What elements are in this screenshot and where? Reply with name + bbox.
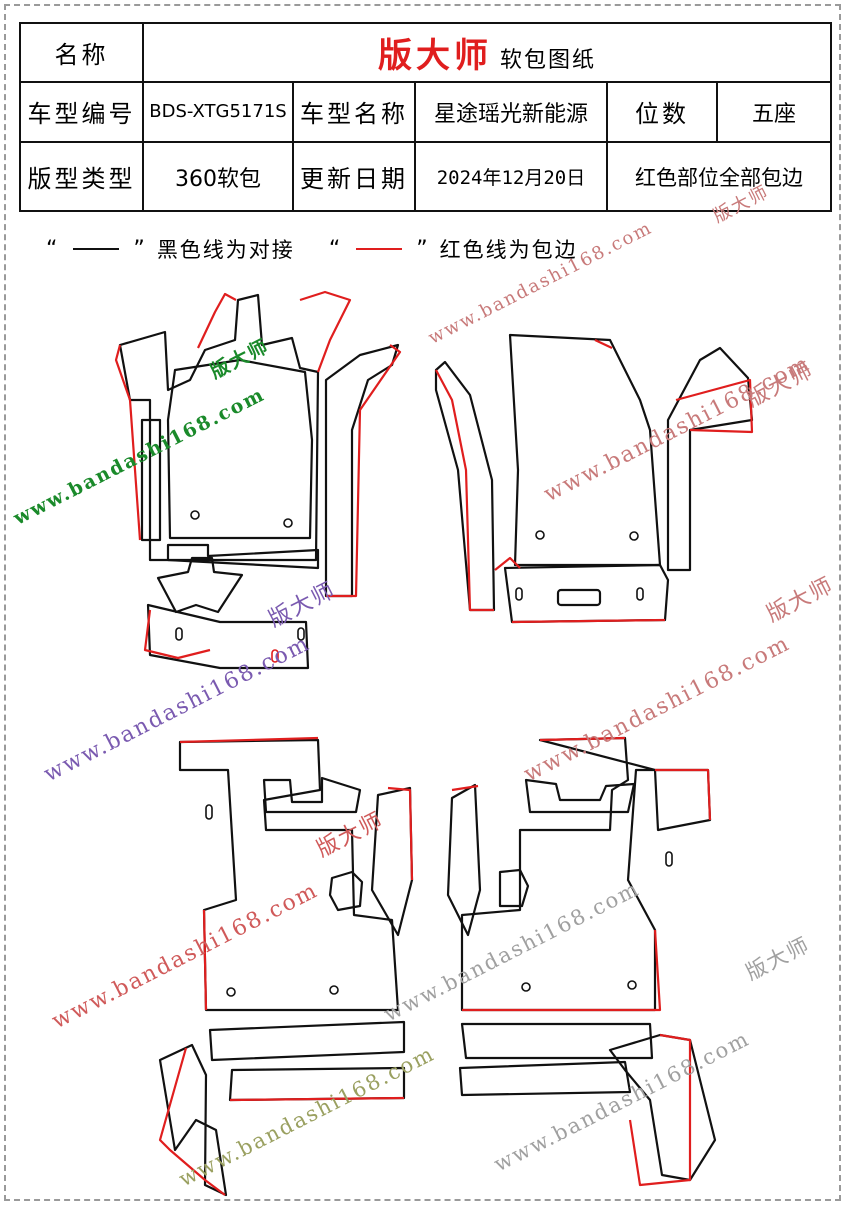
rear-left-strip [146, 603, 310, 670]
front-right-floor-panel [508, 333, 662, 567]
legend-quote-close: ” [133, 236, 147, 262]
front-right-side-panel [434, 360, 496, 612]
mounting-hole [190, 510, 200, 520]
front-left-sill-strip [140, 418, 162, 542]
update-date-value: 2024年12月20日 [414, 141, 608, 212]
legend-quote-open-red: “ [328, 236, 343, 262]
front-left-crossbar [166, 543, 320, 570]
rear-right-bench-strip [460, 1022, 654, 1060]
binding-lr-3 [655, 768, 712, 821]
front-left-tunnel-piece [156, 556, 244, 614]
binding-ll-1 [179, 736, 319, 744]
model-name-label: 车型名称 [292, 80, 416, 144]
rear-right-step-strip [458, 1060, 632, 1097]
drawing-sheet-border [4, 4, 841, 1201]
title-row: 名称 版大师软包图纸 [19, 22, 833, 83]
line-legend: “ ” 黑色线为对接 “ ” 红色线为包边 [36, 234, 578, 264]
legend-quote-open: “ [46, 236, 60, 262]
model-name-value: 星途瑶光新能源 [414, 80, 608, 144]
binding-ll-4 [158, 1047, 226, 1196]
binding-ur-5 [511, 618, 666, 624]
binding-lr-4 [653, 929, 662, 1012]
document-type: 软包图纸 [500, 47, 597, 73]
mounting-slot [665, 851, 673, 867]
rear-left-tab [262, 776, 362, 814]
mounting-hole [627, 980, 637, 990]
pattern-row: 版型类型 360软包 更新日期 2024年12月20日 红色部位全部包边 [19, 141, 833, 212]
spec-table: 名称 版大师软包图纸 车型编号 BDS-XTG5171S 车型名称 星途瑶光新能… [19, 22, 833, 212]
seats-label: 位数 [606, 80, 718, 144]
black-line-meaning: 黑色线为对接 [156, 238, 295, 262]
binding-ur-1 [435, 369, 494, 612]
mounting-slot [297, 627, 305, 641]
update-date-label: 更新日期 [292, 141, 416, 212]
mounting-slot [205, 804, 213, 820]
rear-left-connector [328, 870, 364, 912]
pattern-type-value: 360软包 [142, 141, 294, 212]
rear-right-connector [498, 868, 530, 908]
model-code-label: 车型编号 [19, 80, 144, 144]
model-row: 车型编号 BDS-XTG5171S 车型名称 星途瑶光新能源 位数 五座 [19, 80, 833, 144]
mounting-hole [283, 518, 293, 528]
legend-quote-close-red: ” [416, 236, 430, 262]
binding-lr-5 [628, 1033, 692, 1187]
binding-ul-5 [143, 609, 211, 660]
binding-ul-2 [197, 292, 237, 349]
pattern-type-label: 版型类型 [19, 141, 144, 212]
brand-title: 版大师 [378, 35, 492, 76]
mounting-hole [629, 531, 639, 541]
title-cell: 版大师软包图纸 [141, 22, 833, 83]
binding-ur-4 [494, 556, 521, 571]
front-left-floor-panel [118, 293, 320, 562]
binding-lr-1 [539, 736, 626, 742]
binding-ll-3 [387, 786, 414, 881]
mounting-hole [226, 987, 236, 997]
mounting-hole [521, 982, 531, 992]
seats-value: 五座 [715, 80, 833, 144]
front-right-outer-panel [666, 346, 754, 572]
binding-ul-1 [114, 344, 142, 541]
front-right-heel-panel [503, 563, 670, 624]
mounting-hole [535, 530, 545, 540]
binding-ll-5 [229, 1096, 405, 1102]
black-line-sample [73, 248, 120, 250]
binding-note: 红色部位全部包边 [605, 141, 833, 212]
red-line-sample [356, 248, 403, 250]
binding-ul-4 [326, 344, 402, 598]
rear-left-bench-strip [208, 1020, 406, 1062]
mounting-slot [175, 627, 183, 641]
red-line-meaning: 红色线为包边 [439, 238, 578, 262]
front-right-heel-slot [556, 588, 602, 607]
binding-ul-3 [299, 290, 352, 373]
model-code-value: BDS-XTG5171S [142, 80, 294, 144]
mounting-slot [636, 587, 644, 601]
rear-right-outer-panel [446, 783, 482, 937]
front-left-side-panel [324, 343, 400, 598]
rear-left-main-panel [178, 738, 400, 1012]
mounting-slot [515, 587, 523, 601]
binding-ur-2 [594, 339, 613, 349]
binding-ur-3 [675, 378, 754, 434]
binding-ll-2 [202, 909, 208, 1011]
rear-right-tab [524, 778, 636, 814]
name-label: 名称 [19, 22, 144, 83]
mounting-hole [329, 985, 339, 995]
front-left-inner-panel [166, 358, 314, 540]
mounting-slot-red [271, 649, 279, 663]
binding-lr-2 [451, 784, 479, 792]
rear-left-wheel-arch [158, 1043, 228, 1197]
